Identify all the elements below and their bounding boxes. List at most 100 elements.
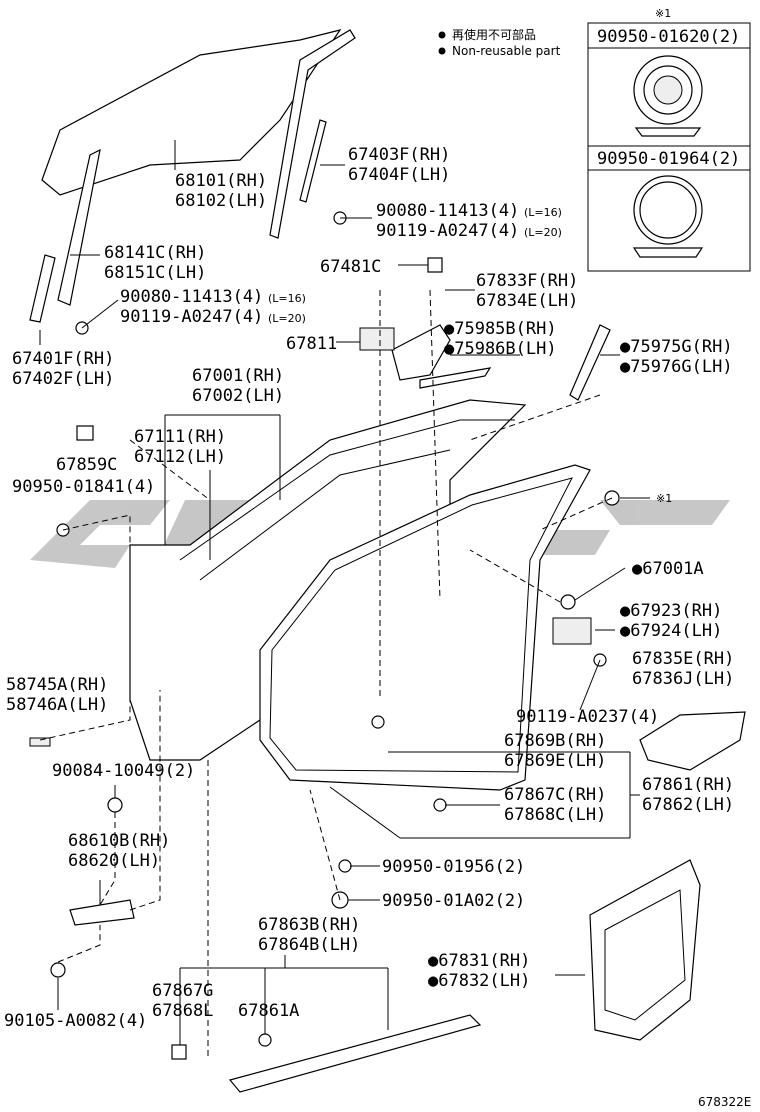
label-67864B: 67864B(LH) <box>258 935 360 955</box>
clip-67867G-icon <box>171 1044 187 1060</box>
label-68141C: 68141C(RH) <box>104 243 206 263</box>
label-67832: ●67832(LH) <box>428 971 530 991</box>
clip-67869B-icon <box>371 715 385 729</box>
label-90084: 90084-10049(2) <box>52 761 195 781</box>
label-67868L: 67868L <box>152 1001 213 1021</box>
label-67835E: 67835E(RH) <box>632 649 734 669</box>
label-67002: 67002(LH) <box>192 386 284 406</box>
label-67833F: 67833F(RH) <box>476 271 578 291</box>
label-67403F: 67403F(RH) <box>348 145 450 165</box>
label-67831: ●67831(RH) <box>428 951 530 971</box>
label-67001A: ●67001A <box>632 559 704 579</box>
cover-67923-icon <box>552 617 592 645</box>
door-trim-panel <box>589 859 701 1041</box>
window-channel <box>57 148 101 306</box>
label-67402F: 67402F(LH) <box>12 369 114 389</box>
label-90080-a-note: (L=16) <box>524 206 562 219</box>
legend-dot-1 <box>438 31 446 39</box>
rocker-moulding <box>228 1014 482 1093</box>
label-90950-01841: 90950-01841(4) <box>12 477 155 497</box>
label-67861: 67861(RH) <box>642 775 734 795</box>
clip-67867C-icon <box>433 798 447 812</box>
label-75976G: ●75976G(LH) <box>620 357 733 377</box>
reference-box: ※1 90950-01620(2) 90950-01964(2) <box>587 7 751 272</box>
legend-dot-2 <box>438 47 446 55</box>
label-67923: ●67923(RH) <box>620 601 722 621</box>
grommet-a-icon <box>633 55 703 137</box>
label-90119-A0237: 90119-A0237(4) <box>516 707 659 727</box>
label-90119-b: 90119-A0247(4) <box>120 307 263 327</box>
handle-base-icon <box>391 324 451 381</box>
clip-67859C-icon <box>76 425 94 441</box>
label-67861A: 67861A <box>238 1001 299 1021</box>
legend-line-2: Non-reusable part <box>452 44 561 58</box>
reference-box-note: ※1 <box>655 7 671 20</box>
label-67924: ●67924(LH) <box>620 621 722 641</box>
label-90119-a: 90119-A0247(4) <box>376 221 519 241</box>
dashed-guides <box>39 289 613 1060</box>
label-68102: 68102(LH) <box>175 191 267 211</box>
leader-lines <box>39 140 650 1045</box>
label-90119-b-note: (L=20) <box>268 312 306 325</box>
label-67111: 67111(RH) <box>134 427 226 447</box>
label-67836J: 67836J(LH) <box>632 669 734 689</box>
label-67001: 67001(RH) <box>192 366 284 386</box>
label-67811: 67811 <box>286 334 337 354</box>
label-67862: 67862(LH) <box>642 795 734 815</box>
label-67112: 67112(LH) <box>134 447 226 467</box>
label-67869E: 67869E(LH) <box>504 751 606 771</box>
reference-part-b: 90950-01964(2) <box>597 149 740 169</box>
label-67401F: 67401F(RH) <box>12 349 114 369</box>
clip-67861A-icon <box>258 1033 272 1047</box>
label-68610B: 68610B(RH) <box>68 831 170 851</box>
label-68101: 68101(RH) <box>175 171 267 191</box>
label-67867G: 67867G <box>152 981 213 1001</box>
grommet-67001A-icon <box>560 594 576 610</box>
part-labels: 68101(RH) 68102(LH) 67403F(RH) 67404F(LH… <box>4 145 751 1109</box>
label-68620: 68620(LH) <box>68 851 160 871</box>
legend: 再使用不可部品 Non-reusable part <box>438 27 561 58</box>
door-weatherstrip-inner <box>269 477 573 773</box>
label-58746A: 58746A(LH) <box>6 695 108 715</box>
frame-molding-icon <box>419 367 492 389</box>
door-glass <box>41 29 342 196</box>
label-58745A: 58745A(RH) <box>6 675 108 695</box>
bolt-90084-icon <box>107 797 123 813</box>
label-75986B: ●75986B(LH) <box>444 339 557 359</box>
hinge-icon <box>69 899 135 926</box>
label-90119-a-note: (L=20) <box>524 226 562 239</box>
label-90105: 90105-A0082(4) <box>4 1011 147 1031</box>
belt-molding-icon <box>569 324 611 401</box>
bolt-90105-icon <box>50 962 66 978</box>
label-67859C: 67859C <box>56 455 117 475</box>
label-90950-01956: 90950-01956(2) <box>382 857 525 877</box>
label-67404F: 67404F(LH) <box>348 165 450 185</box>
label-67867C: 67867C(RH) <box>504 785 606 805</box>
label-90080-a: 90080-11413(4) <box>376 201 519 221</box>
service-hole-cover-icon <box>639 711 746 771</box>
label-90080-b-note: (L=16) <box>268 292 306 305</box>
label-90950-01A02: 90950-01A02(2) <box>382 891 525 911</box>
label-67481C: 67481C <box>320 257 381 277</box>
reference-part-a: 90950-01620(2) <box>597 27 740 47</box>
figure-code: 678322E <box>698 1095 751 1109</box>
label-67834E: 67834E(LH) <box>476 291 578 311</box>
grommet-b-icon <box>632 175 704 258</box>
window-regulator-rear <box>299 119 327 203</box>
stopper-67811-icon <box>359 327 395 351</box>
label-90080-b: 90080-11413(4) <box>120 287 263 307</box>
label-75985B: ●75985B(RH) <box>444 319 557 339</box>
label-67868C: 67868C(LH) <box>504 805 606 825</box>
door-weatherstrip <box>259 464 591 791</box>
plug-90950-01956-icon <box>338 859 352 873</box>
label-67863B: 67863B(RH) <box>258 915 360 935</box>
glass-run-rear <box>269 29 356 239</box>
legend-line-1: 再使用不可部品 <box>452 27 536 42</box>
label-75975G: ●75975G(RH) <box>620 337 733 357</box>
clip-67481C-icon <box>427 257 443 273</box>
pad-58745A-icon <box>29 737 51 747</box>
label-68151C: 68151C(LH) <box>104 263 206 283</box>
window-regulator-front <box>29 254 56 323</box>
label-67869B: 67869B(RH) <box>504 731 606 751</box>
